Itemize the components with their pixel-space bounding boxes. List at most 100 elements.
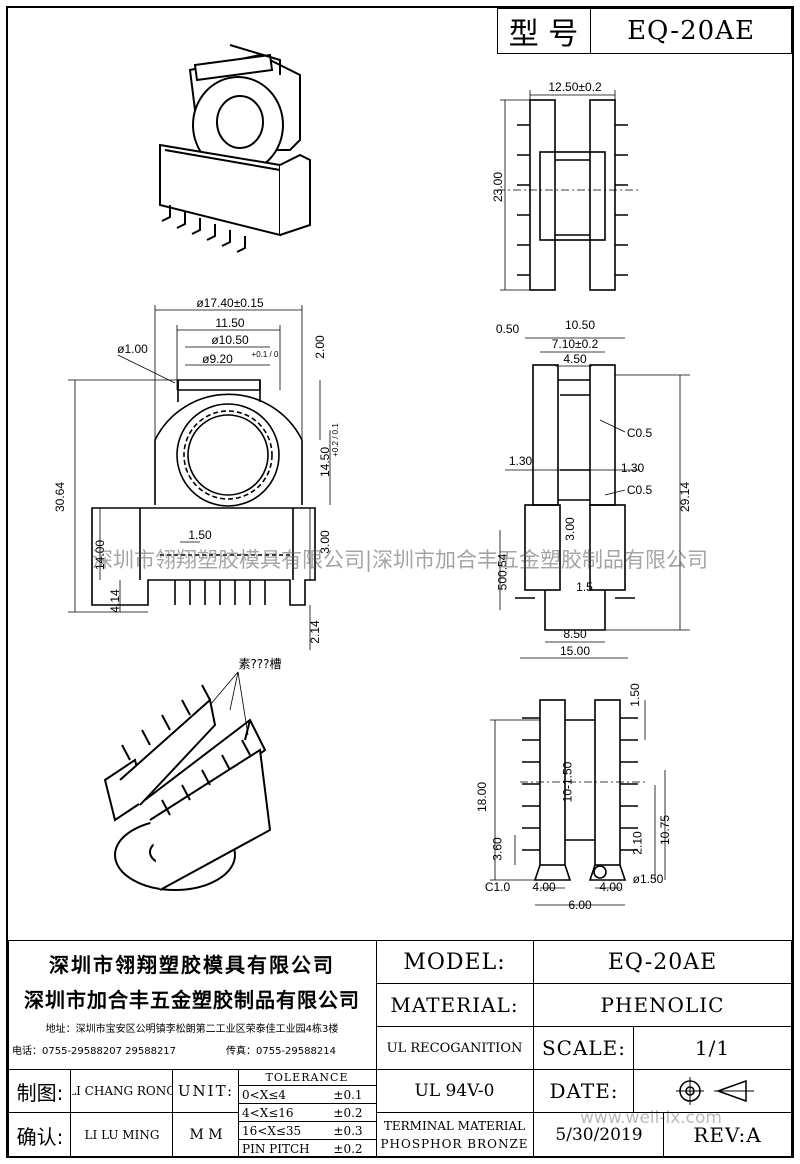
top-dim-lines (500, 90, 616, 291)
company-name-1: 深圳市翎翔塑胶模具有限公司 (49, 952, 335, 977)
dim-side-7-10: 7.10±0.2 (551, 337, 599, 351)
tb-model-value: EQ-20AE (607, 949, 718, 975)
tb-vline-3 (70, 1069, 71, 1158)
dim-bottom-4-00-a: 4.00 (532, 880, 556, 894)
tb-vline-6 (633, 1026, 634, 1112)
tb-vline-5 (238, 1069, 239, 1158)
dim-front-outer-dia: ø17.40±0.15 (196, 296, 264, 310)
tb-date-label: DATE: (549, 1079, 619, 1103)
dim-front-11-50: 11.50 (215, 316, 245, 330)
tb-model-label: MODEL: (403, 949, 506, 975)
tb-outer (8, 940, 792, 1158)
technical-drawing (68, 44, 690, 906)
tb-ul-value: UL 94V-0 (414, 1081, 495, 1101)
tb-hline-2 (376, 1026, 792, 1027)
bottom-dim-lines (490, 700, 666, 906)
dim-bottom-6-00: 6.00 (568, 898, 592, 912)
tb-tol-range-1: 4<X≤16 (242, 1105, 294, 1120)
tb-scale-value: 1/1 (694, 1036, 731, 1060)
company-phone: 电话：0755-29588207 29588217 (12, 1045, 177, 1057)
header-model-label: 型 号 (508, 17, 579, 52)
iso-note: 素???槽 (238, 656, 282, 671)
tb-terminal-line2: PHOSPHOR BRONZE (380, 1137, 529, 1151)
bottom-view (520, 699, 645, 881)
tb-drawn-by: LI CHANG RONG (72, 1084, 172, 1098)
tb-material-label: MATERIAL: (390, 993, 519, 1017)
dim-side-500-54: 500.54 (495, 553, 510, 591)
dim-bottom-dia-1-50: ø1.50 (632, 872, 664, 886)
dim-front-2-00: 2.00 (313, 335, 327, 359)
dim-side-c05-a: C0.5 (626, 426, 653, 440)
tb-tol-value-0: ±0.1 (333, 1087, 363, 1102)
tb-hline-3 (376, 1069, 792, 1070)
projection-symbol (635, 1071, 790, 1111)
dim-front-dia-9-20: ø9.20 (202, 352, 233, 366)
dim-side-8-50: 8.50 (563, 627, 587, 641)
dim-top-width: 12.50±0.2 (548, 80, 602, 94)
dim-bottom-10-75: 10.75 (658, 814, 672, 846)
tb-hline-5 (8, 1069, 376, 1070)
tb-tolerance-header: TOLERANCE (265, 1071, 349, 1084)
company-fax: 传真：0755-29588214 (226, 1045, 336, 1057)
tb-scale-label: SCALE: (541, 1036, 627, 1060)
tb-vline-4 (172, 1069, 173, 1158)
dim-top-height: 23.00 (491, 171, 505, 203)
tb-tol-h4 (238, 1139, 376, 1140)
header-model-value: EQ-20AE (627, 16, 755, 46)
tb-tol-h1 (238, 1085, 376, 1086)
front-dim-lines (68, 305, 331, 650)
dim-front-4-14: 4.14 (108, 589, 122, 613)
tb-drawn-label: 制图: (16, 1080, 64, 1105)
tb-vline-7 (663, 1112, 664, 1158)
tb-tol-h3 (238, 1121, 376, 1122)
dim-side-15-00: 15.00 (559, 644, 591, 658)
dim-side-c05-b: C0.5 (626, 483, 653, 497)
tb-vline-1 (376, 940, 377, 1158)
tb-rev-label: REV:A (693, 1123, 762, 1147)
front-view (91, 379, 316, 606)
tb-tol-range-0: 0<X≤4 (242, 1087, 286, 1102)
dim-front-dia-10-50: ø10.50 (211, 333, 249, 347)
tb-checked-by: LI LU MING (84, 1128, 160, 1142)
dim-front-14-50-tol: +0.2 / 0.1 (330, 423, 340, 457)
tb-hline-4 (376, 1112, 792, 1113)
watermark-site: www.well-lx.com (580, 1108, 722, 1128)
company-name-2: 深圳市加合丰五金塑胶制品有限公司 (24, 987, 360, 1012)
tb-ul-label: UL RECOGANITION (386, 1040, 523, 1056)
iso-view-bottom (103, 684, 272, 891)
dim-side-1-30-b: 1.30 (620, 461, 645, 475)
company-address: 地址：深圳市宝安区公明镇李松朗第二工业区荣泰佳工业园4栋3楼 (45, 1023, 339, 1035)
dim-bottom-10-150: 10-1.50 (560, 761, 575, 803)
dim-bottom-3-60: 3.60 (490, 837, 505, 861)
dim-side-10-50: 10.50 (564, 318, 596, 332)
tb-date-value: 5/30/2019 (555, 1125, 643, 1145)
dim-side-0-50: 0.50 (495, 322, 520, 336)
tb-checked-label: 确认: (16, 1124, 64, 1149)
header-divider (590, 8, 591, 54)
dim-front-2-14: 2.14 (308, 620, 322, 644)
tb-material-value: PHENOLIC (600, 993, 725, 1017)
dim-front-1-50: 1.50 (188, 528, 212, 542)
top-view (497, 99, 640, 291)
dim-front-14-00: 14.00 (93, 539, 107, 571)
dim-front-3-00: 3.00 (318, 530, 332, 554)
dim-side-1-30-a: 1.30 (508, 454, 533, 468)
first-angle-projection-icon (675, 1077, 754, 1105)
dim-bottom-4-00-b: 4.00 (599, 880, 623, 894)
dim-side-29-14: 29.14 (678, 481, 692, 513)
tb-tol-value-1: ±0.2 (333, 1105, 363, 1120)
tb-terminal-line1: TERMINAL MATERIAL (383, 1119, 526, 1133)
side-view (515, 364, 635, 631)
tb-unit-value: M M (189, 1127, 223, 1143)
tb-tol-value-3: ±0.2 (333, 1141, 363, 1156)
iso-leaders (209, 671, 249, 736)
tb-vline-2 (533, 940, 534, 1158)
tb-tol-value-2: ±0.3 (333, 1123, 363, 1138)
dim-bottom-2-10: 2.10 (630, 831, 645, 855)
dim-bottom-18-00: 18.00 (475, 781, 489, 813)
dim-bottom-c10: C1.0 (484, 880, 511, 894)
dim-side-4-50: 4.50 (563, 352, 587, 366)
tb-unit-label: UNIT: (177, 1082, 235, 1100)
dim-side-1-5: 1.5 (576, 580, 593, 594)
tb-hline-1 (376, 983, 792, 984)
